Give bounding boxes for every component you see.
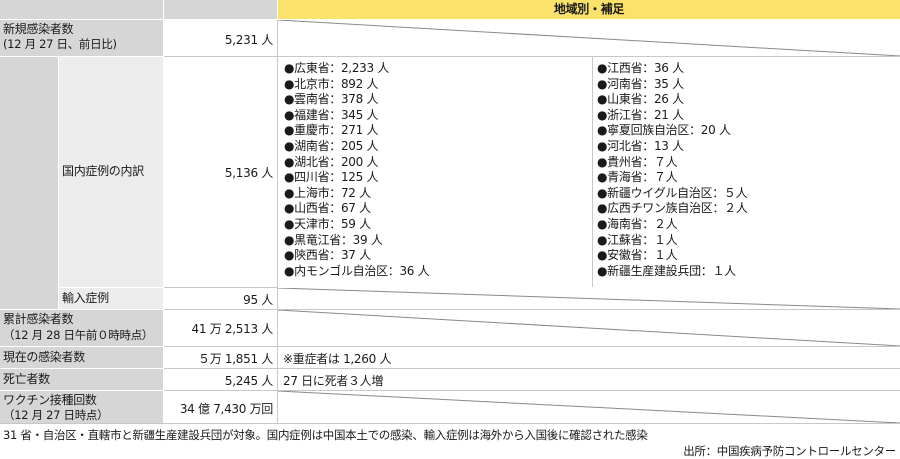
new-cases-sublabel: (12 月 27 日、前日比) (3, 37, 117, 51)
current-label-cell (0, 347, 163, 368)
region-list-item: ●河北省：13 人 (597, 138, 684, 153)
region-list-item: ●海南省：２人 (597, 216, 678, 231)
new-cases-label: 新規感染者数 (3, 22, 74, 36)
current-value: ５万 1,851 人 (198, 352, 273, 366)
vaccine-label: ワクチン接種回数 (3, 393, 97, 407)
cumulative-label: 累計感染者数 (3, 312, 74, 326)
table-bottom-border (0, 423, 900, 424)
empty-cell-diagonal (278, 310, 900, 346)
imported-label-cell (59, 288, 163, 309)
region-list-item: ●内モンゴル自治区：36 人 (284, 263, 430, 278)
deaths-label: 死亡者数 (3, 372, 50, 386)
region-list-item: ●湖北省：200 人 (284, 154, 379, 169)
current-note: ※重症者は 1,260 人 (283, 352, 392, 366)
domestic-label-cell (59, 57, 163, 287)
region-list-item: ●雲南省：378 人 (284, 92, 379, 107)
region-list-item: ●重慶市：271 人 (284, 123, 379, 138)
region-list-item: ●上海市：72 人 (284, 185, 371, 200)
footnote: 31 省・自治区・直轄市と新疆生産建設兵団が対象。国内症例は中国本土での感染、輸… (3, 428, 648, 442)
header-blank-label (0, 0, 163, 19)
region-list-item: ●安徽省：１人 (597, 248, 678, 263)
vaccine-label-cell (0, 391, 163, 423)
row-divider (164, 287, 277, 288)
region-list-item: ●天津市：59 人 (284, 216, 371, 231)
region-list-item: ●新疆生産建設兵団：１人 (597, 263, 736, 278)
row-divider (164, 346, 900, 347)
region-list-item: ●浙江省：21 人 (597, 107, 684, 122)
region-list-item: ●黒竜江省：39 人 (284, 232, 383, 247)
new-cases-value: 5,231 人 (224, 33, 273, 47)
deaths-label-cell (0, 369, 163, 390)
domestic-indent-cell (0, 57, 58, 309)
header-region-title: 地域別・補足 (278, 0, 900, 19)
region-list-item: ●寧夏回族自治区：20 人 (597, 123, 731, 138)
source: 出所：中国疾病予防コントロールセンター (683, 444, 896, 458)
domestic-list-right: ●江西省：36 人●河南省：35 人●山東省：26 人●浙江省：21 人●寧夏回… (597, 61, 748, 279)
region-list-item: ●広西チワン族自治区：２人 (597, 201, 748, 216)
list-column-divider (592, 57, 593, 287)
region-list-item: ●青海省：７人 (597, 170, 678, 185)
region-list-item: ●福建省：345 人 (284, 107, 379, 122)
region-list-item: ●山東省：26 人 (597, 92, 684, 107)
vaccine-sublabel: （12 月 27 日時点） (3, 408, 109, 422)
empty-cell-diagonal (278, 288, 900, 309)
deaths-note: 27 日に死者３人増 (283, 374, 384, 388)
region-list-item: ●陝西省：37 人 (284, 248, 371, 263)
row-divider (164, 368, 900, 369)
empty-cell-diagonal (278, 391, 900, 423)
vaccine-value: 34 億 7,430 万回 (179, 402, 273, 416)
row-divider (164, 390, 900, 391)
row-divider (164, 56, 900, 57)
region-list-item: ●湖南省：205 人 (284, 138, 379, 153)
new-cases-label-cell (0, 20, 163, 56)
region-list-item: ●河南省：35 人 (597, 76, 684, 91)
region-list-item: ●北京市：892 人 (284, 76, 379, 91)
domestic-value: 5,136 人 (224, 166, 273, 180)
region-list-item: ●新疆ウイグル自治区：５人 (597, 185, 748, 200)
region-list-item: ●貴州省：７人 (597, 154, 678, 169)
cumulative-value: 41 万 2,513 人 (191, 322, 274, 336)
header-blank-value (164, 0, 277, 19)
region-list-item: ●山西省：67 人 (284, 201, 371, 216)
current-label: 現在の感染者数 (3, 350, 85, 364)
imported-label: 輸入症例 (62, 291, 109, 305)
cumulative-label-cell (0, 310, 163, 346)
deaths-value: 5,245 人 (224, 374, 273, 388)
imported-value: 95 人 (243, 293, 273, 307)
empty-cell-diagonal (278, 20, 900, 56)
row-divider (164, 309, 900, 310)
region-list-item: ●江西省：36 人 (597, 61, 684, 75)
region-list-item: ●四川省：125 人 (284, 170, 379, 185)
domestic-label: 国内症例の内訳 (62, 164, 144, 178)
column-divider (277, 20, 278, 423)
domestic-list-left: ●広東省：2,233 人●北京市：892 人●雲南省：378 人●福建省：345… (284, 61, 430, 279)
region-list-item: ●江蘇省：１人 (597, 232, 678, 247)
cumulative-sublabel: （12 月 28 日午前０時時点） (3, 328, 154, 342)
region-list-item: ●広東省：2,233 人 (284, 61, 390, 75)
